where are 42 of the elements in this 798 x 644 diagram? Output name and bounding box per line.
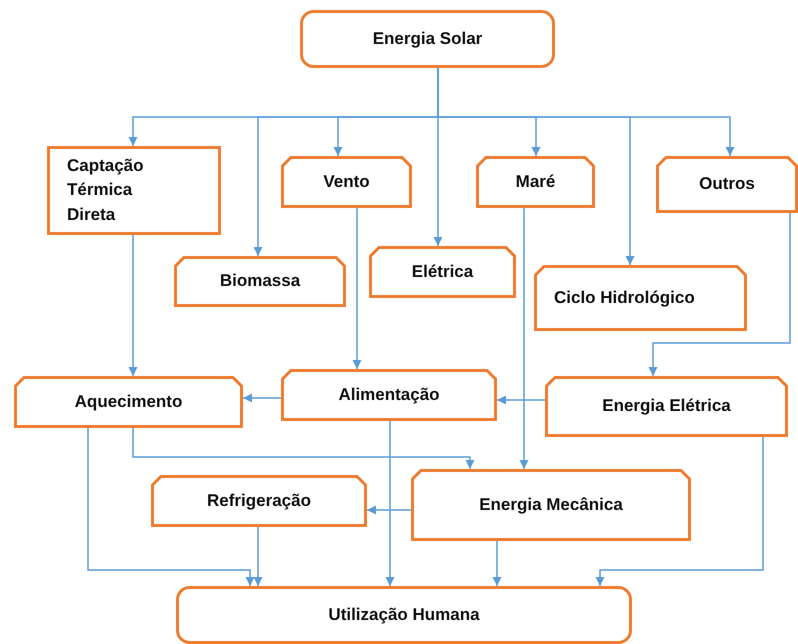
process-box — [534, 265, 747, 331]
process-box — [411, 469, 691, 541]
arrow — [352, 208, 362, 369]
arrow — [254, 527, 262, 586]
arrow — [648, 213, 791, 376]
process-box — [176, 586, 632, 644]
arrow — [367, 506, 411, 514]
process-box — [656, 156, 798, 213]
node-label: Energia Solar — [372, 28, 482, 50]
node-label: Ciclo Hidrológico — [554, 286, 695, 309]
node-label: Alimentação — [338, 384, 440, 406]
node-label: Aquecimento — [74, 390, 182, 413]
arrow — [87, 428, 254, 586]
process-box — [151, 475, 367, 527]
process-box — [369, 246, 516, 298]
node-label: Vento — [323, 170, 370, 193]
node-label: Elétrica — [412, 260, 474, 283]
arrow — [492, 541, 502, 586]
node-label: Refrigeração — [207, 490, 311, 512]
process-box — [281, 369, 497, 421]
node-label: Energia Mecânica — [479, 494, 623, 516]
node-label: Energia Elétrica — [602, 395, 731, 418]
arrow — [128, 235, 138, 376]
arrow — [596, 437, 764, 586]
arrow — [132, 428, 474, 469]
node-label: Maré — [516, 170, 556, 193]
process-box — [300, 10, 555, 68]
process-box — [174, 256, 346, 307]
arrow — [497, 396, 545, 404]
node-label: Captação Térmica Direta — [67, 154, 145, 226]
process-box — [281, 156, 412, 208]
arrow — [520, 208, 528, 469]
arrow — [386, 421, 394, 586]
process-box — [14, 376, 243, 428]
process-box — [47, 146, 221, 235]
arrow — [437, 68, 734, 156]
process-box — [476, 156, 595, 208]
node-label: Biomassa — [220, 270, 300, 292]
arrow — [243, 394, 281, 402]
node-label: Outros — [699, 173, 755, 196]
node-label: Utilização Humana — [328, 604, 480, 626]
process-box — [545, 376, 788, 437]
